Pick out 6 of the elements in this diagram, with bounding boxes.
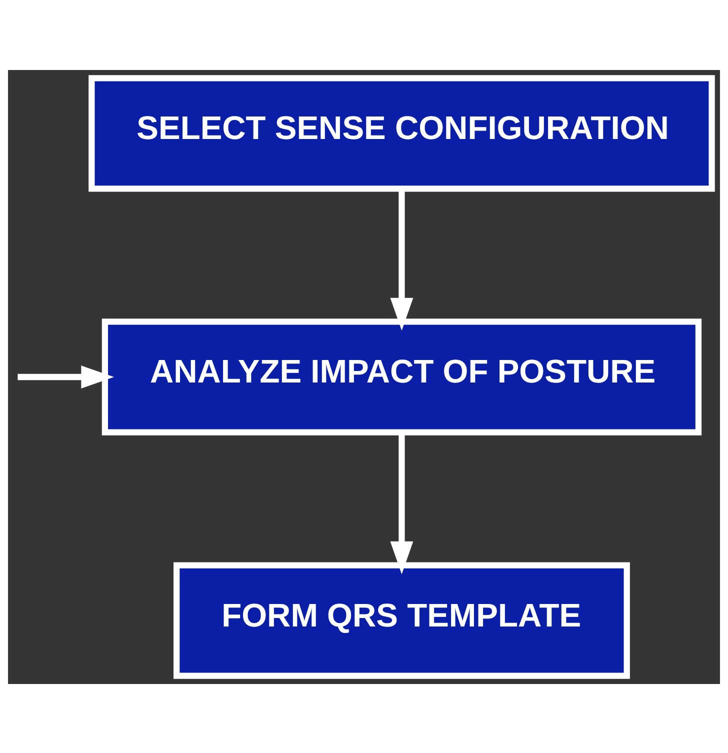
node-box: SELECT SENSE CONFIGURATION	[88, 74, 715, 192]
arrow	[18, 365, 114, 388]
arrow	[390, 432, 414, 574]
node-box: ANALYZE IMPACT OF POSTURE	[102, 318, 702, 435]
arrow	[390, 188, 414, 330]
node-box: FORM QRS TEMPLATE	[174, 562, 630, 678]
